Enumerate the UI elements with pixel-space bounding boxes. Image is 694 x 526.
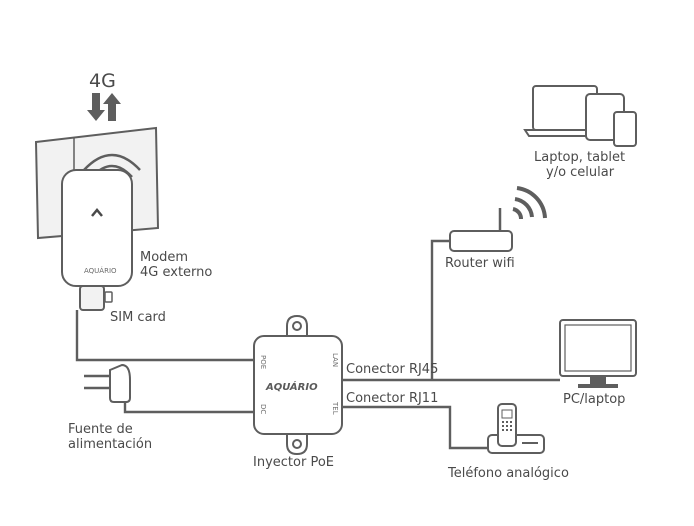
wifi-waves-icon [512,186,547,220]
line-to-router [430,239,450,380]
injector-label: Inyector PoE [253,455,334,470]
modem-brand: AQUÁRIO [84,266,117,275]
connector-rj11-label: Conector RJ11 [346,391,438,406]
arrow-up-icon [103,93,121,121]
router-label: Router wifi [445,256,515,271]
power-supply-label-line1: Fuente de [68,422,133,437]
pc-label: PC/laptop [563,392,625,407]
phone-label: Teléfono analógico [447,466,569,481]
modem-logo-icon [91,208,103,217]
modem-4g: AQUÁRIO [34,126,160,311]
injector-body [253,335,343,435]
power-supply-label-line2: alimentación [68,437,152,452]
sim-card-icon [104,291,113,303]
phone-icon [613,111,637,147]
router-wifi-icon [449,186,547,252]
injector-port-poe: POE [259,355,267,369]
signal-4g-icon: 4G [87,70,121,121]
arrow-down-icon [87,93,105,121]
modem-label-line1: Modem [140,250,188,265]
injector-port-tel: TEL [331,401,339,415]
modem-label-line2: 4G externo [140,265,212,280]
devices-icon [523,85,637,147]
devices-label-line2: y/o celular [546,165,615,180]
devices-label-line1: Laptop, tablet [534,150,625,165]
sim-card-label: SIM card [110,310,166,325]
connector-rj45-label: Conector RJ45 [346,362,438,377]
power-supply-icon [84,363,131,403]
line-modem-to-injector [75,310,256,362]
injector-port-lan: LAN [331,353,339,367]
connection-lines [75,239,560,450]
poe-injector: AQUÁRIO POE DC LAN TEL [253,314,343,456]
injector-brand: AQUÁRIO [265,380,318,393]
pc-monitor-icon [559,319,637,388]
line-power-to-injector [123,402,256,414]
modem-mount [79,285,105,311]
injector-port-dc: DC [259,404,267,414]
signal-4g-label: 4G [89,70,116,92]
line-injector-to-phone [341,405,488,450]
analog-phone-icon [487,403,545,454]
